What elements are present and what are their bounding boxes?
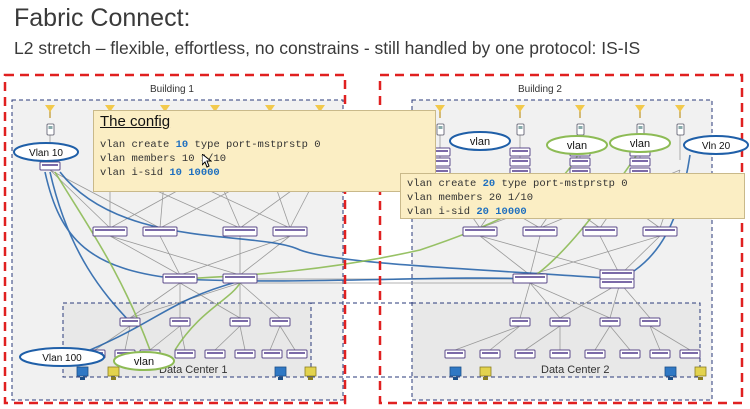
config2-line2: vlan members 20 1/10 (407, 192, 534, 204)
vlan-tag-vlan10: Vlan 10 (13, 142, 79, 162)
config1-line1: vlan create 10 type port-mstprstp 0 (100, 138, 429, 152)
building-2-box (378, 73, 744, 405)
config-box-1: The config vlan create 10 type port-mstp… (93, 110, 436, 192)
config2-line3: vlan i-sid 20 10000 (407, 205, 738, 219)
vlan-tag-vlan100-text: Vlan 100 (42, 353, 82, 364)
config1-line2: vlan members 10 1/10 (100, 153, 227, 165)
slide-subtitle: L2 stretch – flexible, effortless, no co… (14, 38, 641, 58)
config2-line1-num: 20 (482, 178, 496, 190)
config2-line3-a: vlan i-sid (407, 206, 477, 218)
config2-line1-b: type port-mstprstp 0 (495, 178, 628, 190)
vlan-tag-vlan100: Vlan 100 (19, 347, 105, 367)
data-center-2-label: Data Center 2 (541, 364, 609, 376)
config-box-2: vlan create 20 type port-mstprstp 0 vlan… (400, 173, 745, 219)
vlan-tag-b2-green-1: vlan (546, 135, 608, 155)
vlan-tag-b2-blue: vlan (449, 131, 511, 151)
building-2-label: Building 2 (518, 84, 562, 95)
config2-line1: vlan create 20 type port-mstprstp 0 (407, 177, 738, 191)
config1-line1-a: vlan create (100, 139, 176, 151)
data-center-2-box (411, 302, 701, 378)
mouse-cursor-icon (202, 154, 212, 168)
vlan-tag-vlan20-text: Vln 20 (702, 141, 731, 152)
vlan-tag-b2-blue-text: vlan (470, 136, 490, 148)
slide-title: Fabric Connect: (14, 4, 191, 32)
vlan-tag-b2-green-1-text: vlan (567, 140, 587, 152)
vlan-tag-b2-green-2-text: vlan (630, 138, 650, 150)
config1-line3-num: 10 10000 (169, 167, 220, 179)
config1-line1-num: 10 (175, 139, 189, 151)
vlan-tag-vlan20: Vln 20 (683, 135, 749, 155)
config-heading: The config (100, 113, 171, 130)
config1-line3-a: vlan i-sid (100, 167, 170, 179)
building-1-label: Building 1 (150, 84, 194, 95)
config1-line1-b: type port-mstprstp 0 (188, 139, 321, 151)
data-center-1-box (62, 302, 312, 378)
building-1-box (3, 73, 347, 405)
vlan-tag-dc1-green-text: vlan (134, 356, 154, 368)
vlan-tag-b2-green-2: vlan (609, 133, 671, 153)
config2-line1-a: vlan create (407, 178, 483, 190)
config1-line3: vlan i-sid 10 10000 (100, 166, 429, 180)
mesh-links (49, 130, 691, 351)
config2-line3-num: 20 10000 (476, 206, 527, 218)
data-center-1-label: Data Center 1 (159, 364, 227, 376)
vlan-tag-dc1-green: vlan (113, 351, 175, 371)
vlan-tag-vlan10-text: Vlan 10 (29, 148, 63, 159)
